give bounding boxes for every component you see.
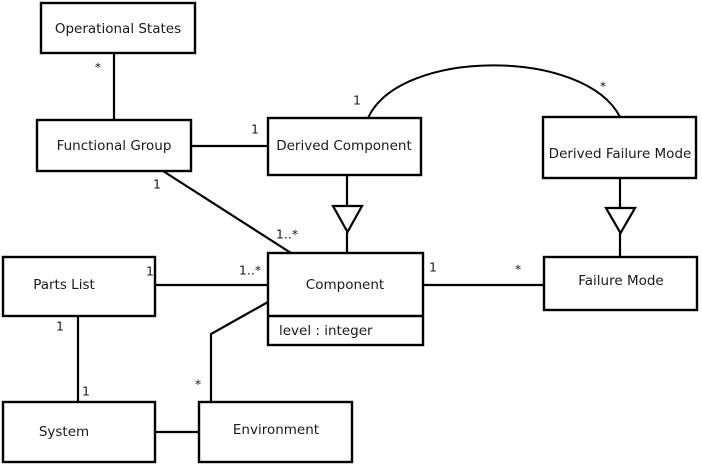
- association-functional-group-component[interactable]: [162, 170, 292, 254]
- multiplicity-derived-component-one: 1: [353, 93, 361, 108]
- multiplicity-system-one: 1: [82, 384, 90, 399]
- class-name-parts-list: Parts List: [33, 277, 95, 293]
- class-box-rect-environment: [197, 400, 354, 464]
- class-box-system[interactable]: System: [1, 400, 157, 464]
- class-box-failure-mode[interactable]: Failure Mode: [542, 255, 699, 312]
- multiplicity-component-right-one: 1: [429, 260, 437, 275]
- class-name-system: System: [39, 424, 89, 440]
- class-box-functional-group[interactable]: Functional Group: [35, 118, 193, 173]
- multiplicity-parts-list-one: 1: [146, 264, 154, 279]
- multiplicity-operational-states-star: *: [95, 60, 101, 75]
- association-derived-component-derived-failure-mode[interactable]: [367, 64, 621, 119]
- multiplicity-failure-mode-star: *: [515, 262, 521, 277]
- class-name-operational-states: Operational States: [55, 21, 181, 37]
- association-environment-component[interactable]: [209, 301, 269, 402]
- class-box-environment[interactable]: Environment: [197, 400, 354, 464]
- class-name-failure-mode: Failure Mode: [578, 273, 664, 289]
- multiplicity-derived-failure-mode-star: *: [600, 79, 606, 94]
- class-name-functional-group: Functional Group: [57, 138, 172, 154]
- generalization-triangle-derived-failure-mode: [604, 206, 637, 236]
- class-attribute-component-level: level : integer: [279, 323, 373, 339]
- multiplicity-parts-list-system-one: 1: [56, 319, 64, 334]
- class-box-rect-derived-failure-mode: [541, 115, 698, 180]
- class-name-environment: Environment: [233, 422, 319, 438]
- relationship-layer: [76, 53, 637, 434]
- multiplicity-functional-group-diagonal-one: 1: [153, 177, 161, 192]
- class-box-rect-parts-list: [1, 255, 157, 318]
- multiplicity-component-diagonal-one-star: 1..*: [276, 227, 298, 242]
- multiplicity-label-layer: * 1 * 1 1 1..* 1 1..* 1 * 1 1 *: [56, 60, 606, 399]
- class-box-derived-component[interactable]: Derived Component: [266, 116, 423, 177]
- class-box-component[interactable]: Component level : integer: [266, 251, 425, 347]
- class-box-rect-system: [1, 400, 157, 464]
- class-box-rect-component: [266, 251, 425, 347]
- class-name-derived-component: Derived Component: [276, 138, 412, 154]
- multiplicity-component-left-one-star: 1..*: [239, 263, 261, 278]
- multiplicity-environment-star: *: [195, 377, 201, 392]
- class-name-component: Component: [306, 277, 384, 293]
- class-box-operational-states[interactable]: Operational States: [39, 1, 197, 55]
- class-box-rect-functional-group: [35, 118, 193, 173]
- class-box-rect-operational-states: [39, 1, 197, 55]
- multiplicity-functional-group-derived-component-one: 1: [251, 122, 259, 137]
- class-box-rect-derived-component: [266, 116, 423, 177]
- class-box-parts-list[interactable]: Parts List: [1, 255, 157, 318]
- class-box-rect-failure-mode: [542, 255, 699, 312]
- class-name-derived-failure-mode: Derived Failure Mode: [549, 146, 692, 162]
- class-box-derived-failure-mode[interactable]: Derived Failure Mode: [541, 115, 698, 180]
- generalization-triangle-derived-component: [331, 204, 364, 235]
